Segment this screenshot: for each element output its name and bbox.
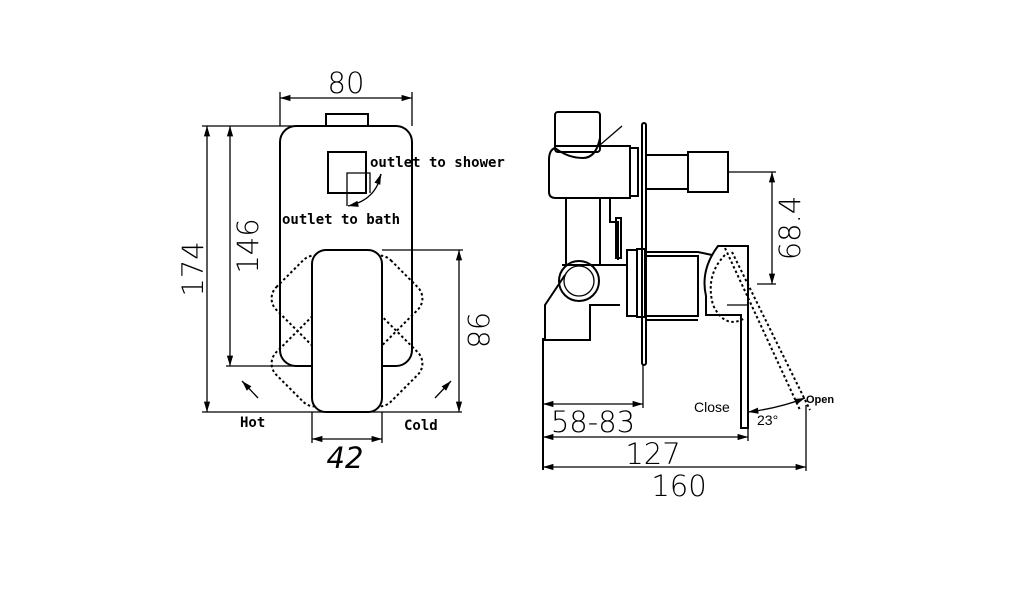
inlet-port xyxy=(558,260,600,302)
front-view: 80 174 146 98 42 outlet to shower outlet… xyxy=(176,66,505,475)
dim-wall-depth: 58-83 xyxy=(551,405,635,439)
rotation-arrow-icon xyxy=(347,173,382,207)
side-view: 68.4 58-83 127 160 Close Open 23° xyxy=(542,111,834,503)
dim-total-height: 174 xyxy=(176,241,210,296)
lever xyxy=(311,249,383,413)
diverter-tab xyxy=(325,113,369,127)
label-close: Close xyxy=(694,399,730,415)
dim-depth-lever: 127 xyxy=(625,437,680,471)
lever-side xyxy=(703,245,749,429)
dim-lever-width: 42 xyxy=(327,441,364,475)
dim-plate-height: 146 xyxy=(231,218,265,273)
diverter-knob-rotated xyxy=(346,172,371,206)
dim-outlet-offset: 68.4 xyxy=(773,196,807,261)
label-angle: 23° xyxy=(757,412,778,428)
wall-plate xyxy=(641,122,647,366)
dim-lever-height: 98 xyxy=(461,312,495,349)
dim-width: 80 xyxy=(328,66,365,100)
label-outlet-shower: outlet to shower xyxy=(370,155,505,171)
label-open: Open xyxy=(806,394,834,406)
dim-depth-total: 160 xyxy=(651,469,706,503)
angle-arrow-icon xyxy=(747,397,806,414)
hot-arrow-icon xyxy=(241,380,259,399)
label-hot: Hot xyxy=(240,415,265,431)
cold-arrow-icon xyxy=(434,380,452,399)
label-cold: Cold xyxy=(404,418,438,434)
shower-outlet xyxy=(687,151,729,193)
valve-body xyxy=(548,137,631,199)
label-outlet-bath: outlet to bath xyxy=(282,212,400,228)
